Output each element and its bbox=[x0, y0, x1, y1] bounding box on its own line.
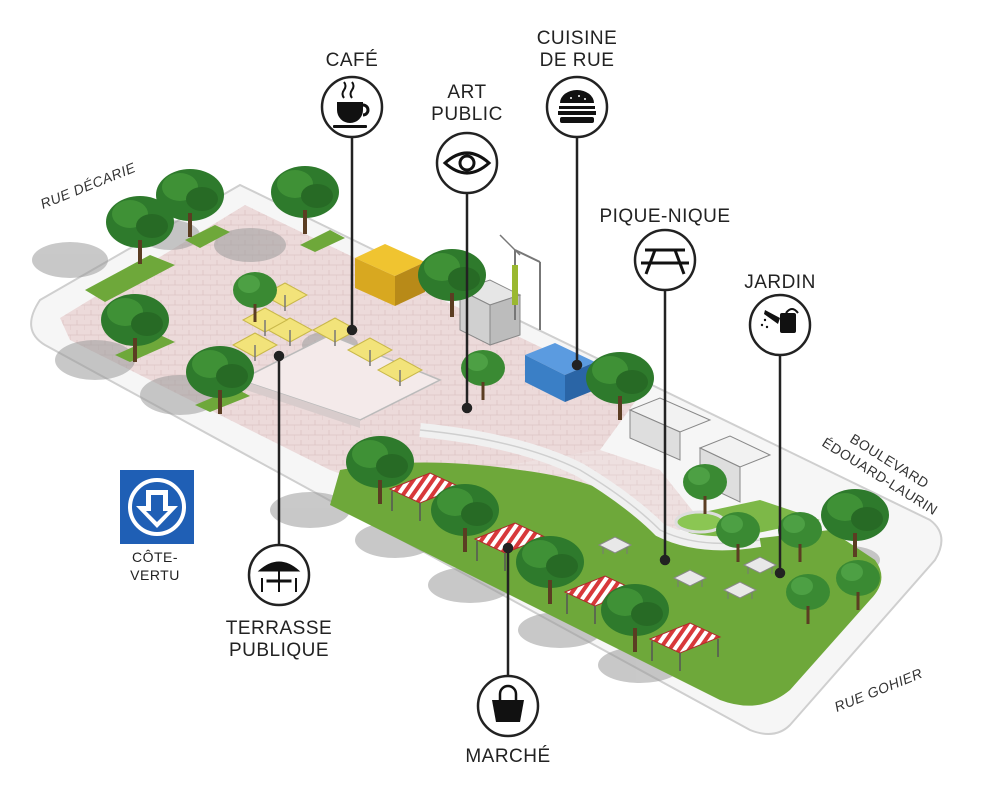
callout-label-terrasse-publique: TERRASSE PUBLIQUE bbox=[225, 618, 333, 661]
callout-circles bbox=[247, 75, 812, 738]
callout-label-pique-nique: PIQUE-NIQUE bbox=[599, 206, 731, 227]
callout-label-marche: MARCHÉ bbox=[465, 746, 551, 767]
pavilions bbox=[628, 397, 772, 503]
burger-icon bbox=[558, 90, 596, 123]
cafe-kiosk bbox=[355, 244, 425, 306]
terrace-deck bbox=[238, 334, 442, 428]
shopping-bag-icon bbox=[492, 684, 524, 722]
callout-label-art-public: ART PUBLIC bbox=[431, 82, 503, 125]
walkway bbox=[419, 423, 762, 551]
metro-station-label: CÔTE- VERTU bbox=[130, 549, 180, 583]
watering-can-icon bbox=[760, 308, 799, 333]
picnic-table-icon bbox=[641, 248, 689, 275]
coffee-cup-icon bbox=[333, 81, 370, 128]
metro-arrow-icon bbox=[120, 470, 194, 544]
umbrella-table-icon bbox=[257, 561, 301, 592]
callout-label-cuisine-de-rue: CUISINE DE RUE bbox=[536, 28, 618, 71]
callout-label-cafe: CAFÉ bbox=[325, 50, 379, 71]
callout-label-jardin: JARDIN bbox=[744, 272, 816, 293]
callout-leaders bbox=[273, 137, 786, 676]
eye-icon bbox=[442, 151, 492, 175]
